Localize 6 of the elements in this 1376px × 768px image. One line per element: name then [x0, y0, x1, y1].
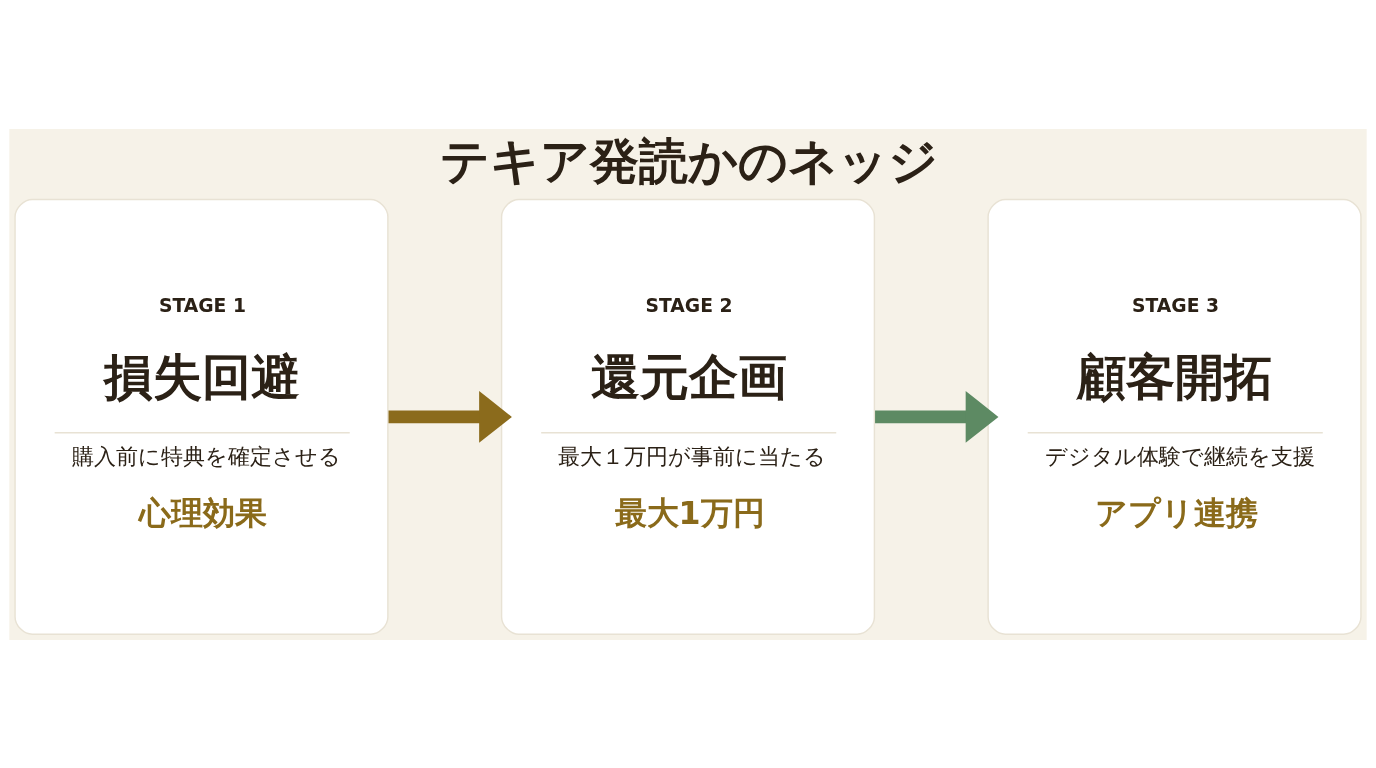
arrow	[388, 390, 512, 443]
arrow	[875, 390, 999, 443]
node-box: STAGE 1 損失回避 購入前に特典を確定させる 心理効果	[14, 198, 389, 635]
node-box: STAGE 2 還元企画 最大１万円が事前に当たる 最大1万円	[500, 198, 876, 635]
diagram-title: テキア発読かのネッジ	[440, 132, 939, 190]
node-box: STAGE 3 顧客開拓 デジタル体験で継続を支援 アプリ連携	[987, 198, 1362, 635]
